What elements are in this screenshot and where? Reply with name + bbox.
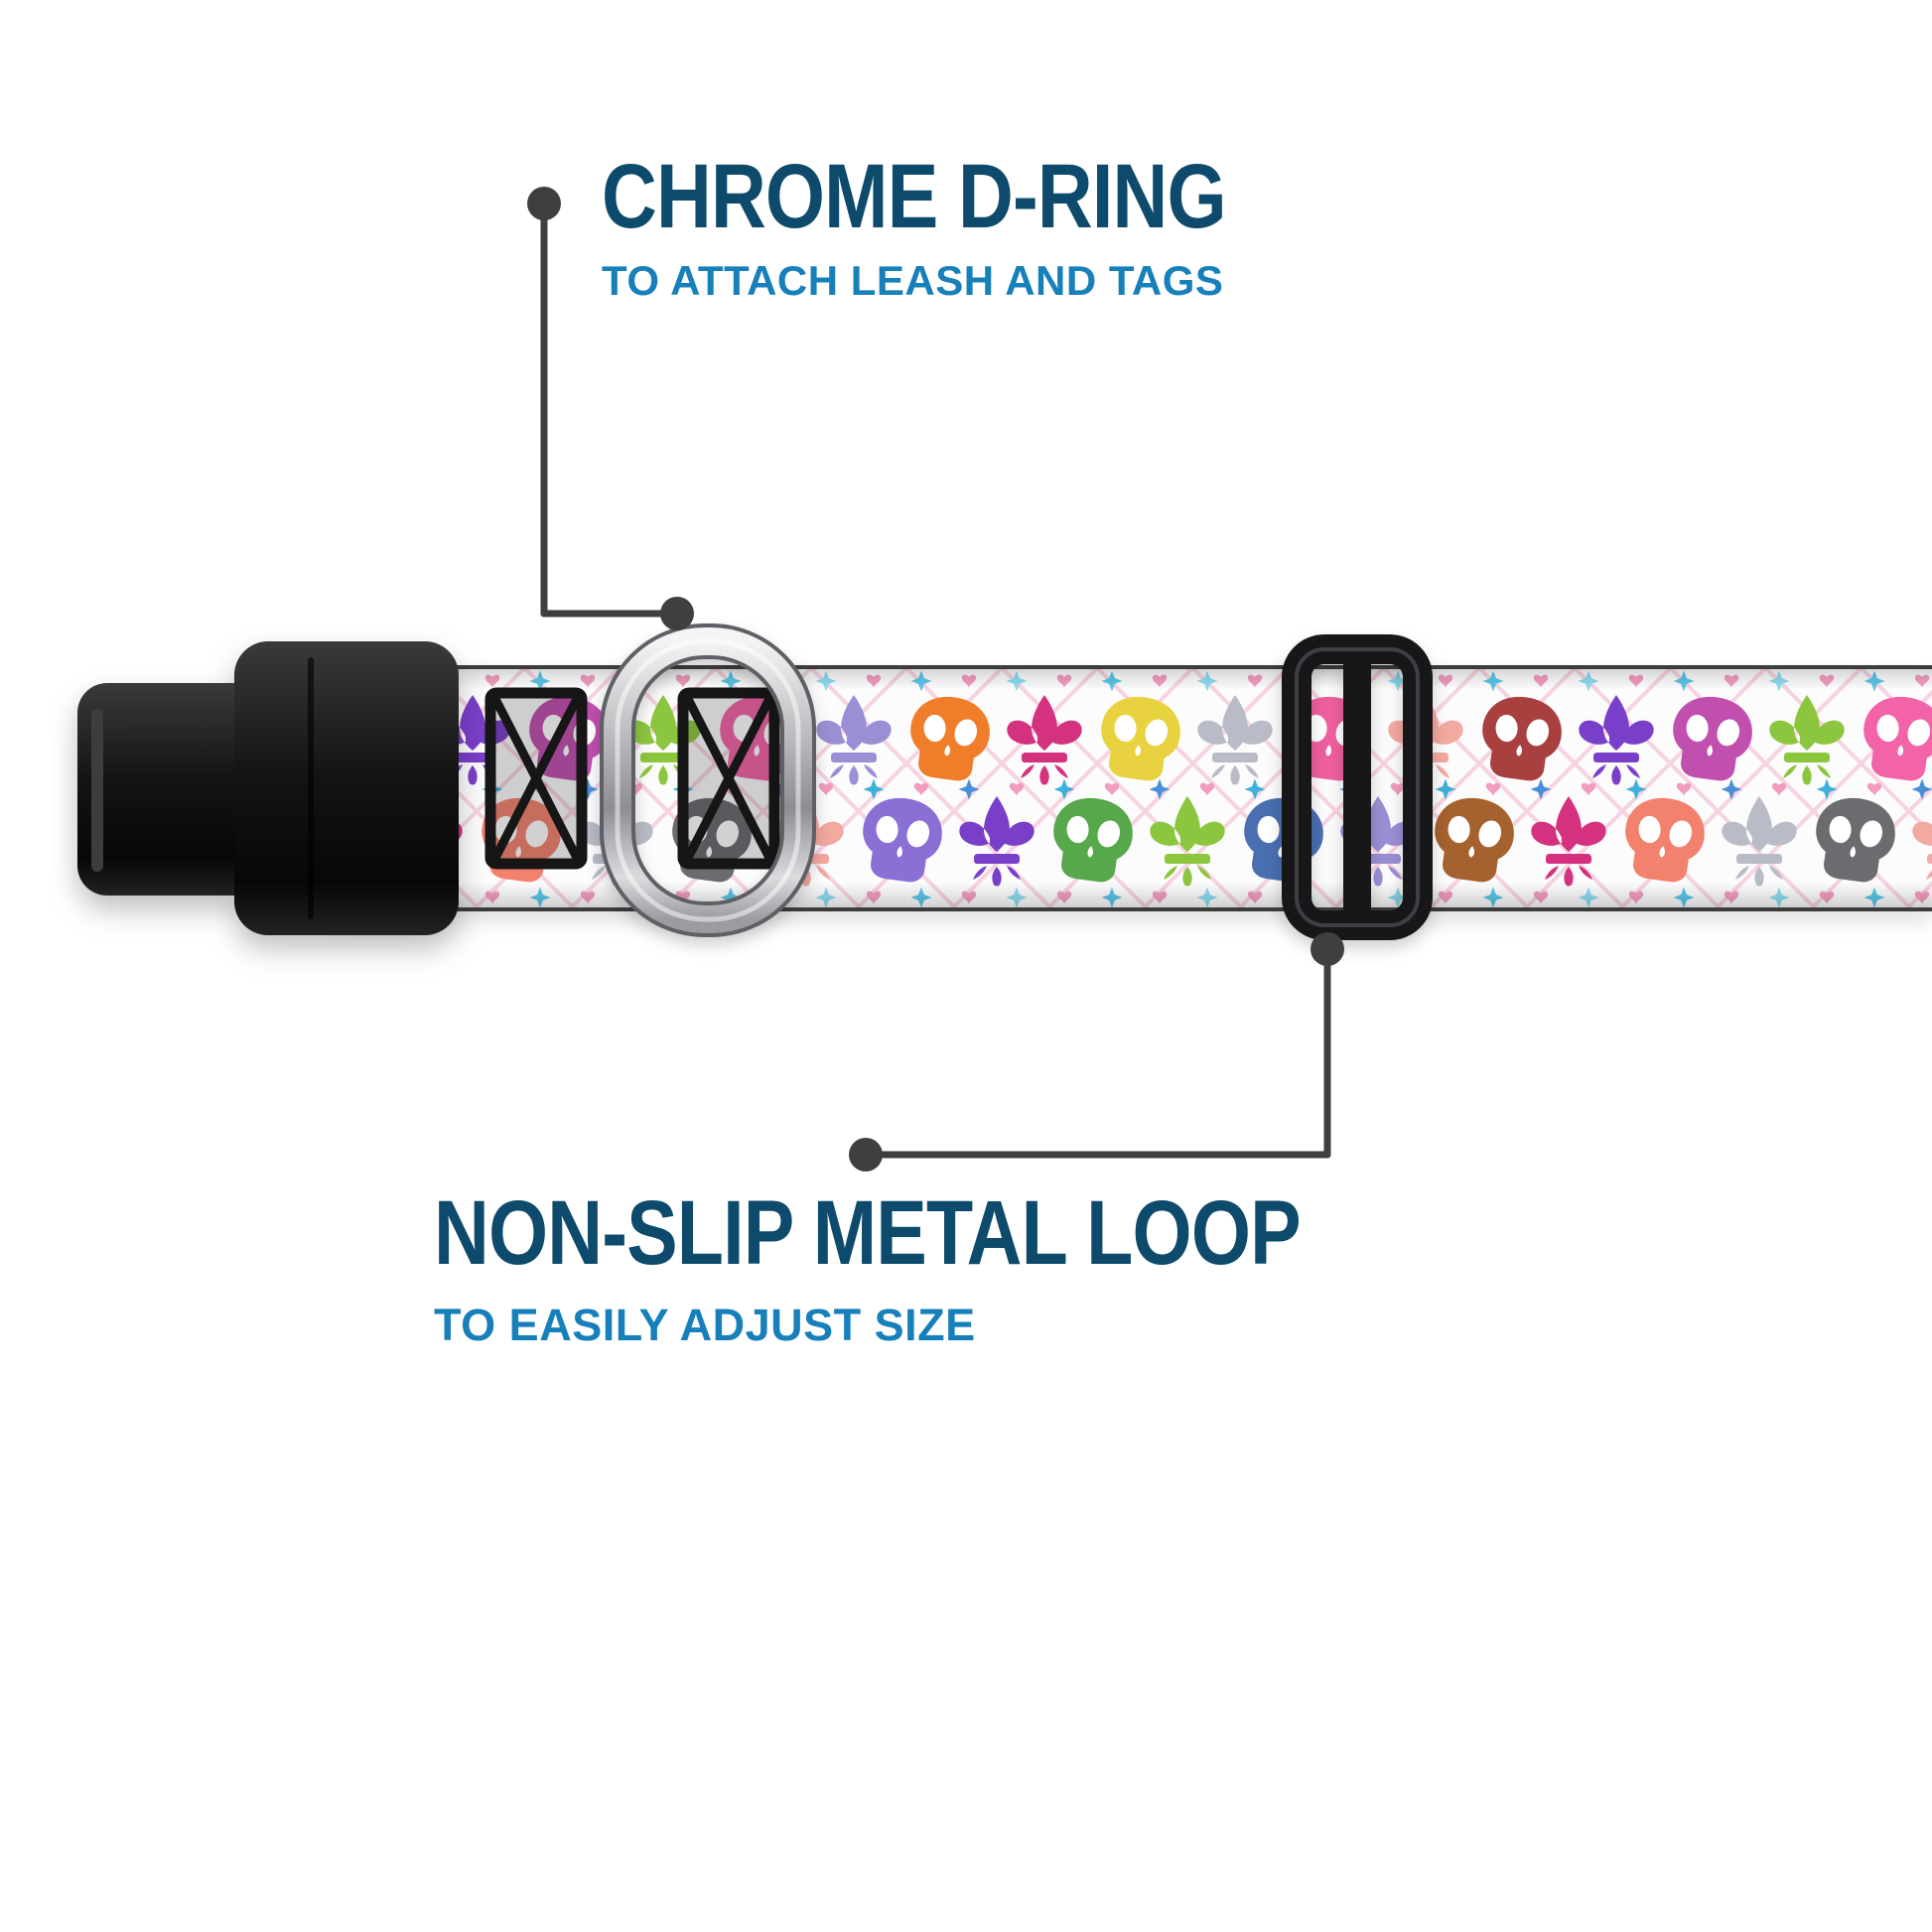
plastic-buckle [77, 641, 459, 935]
callout-dot-top-label [527, 187, 561, 220]
chrome-d-ring [600, 623, 816, 937]
metal-loop-subtitle: TO EASILY ADJUST SIZE [434, 1300, 976, 1350]
slider-center-bar [1343, 645, 1371, 929]
stitch-box-right [677, 687, 780, 870]
d-ring-highlight [615, 638, 801, 922]
callout-metal-loop: NON-SLIP METAL LOOP TO EASILY ADJUST SIZ… [434, 1187, 1465, 1347]
metal-loop-title: NON-SLIP METAL LOOP [434, 1182, 1302, 1284]
buckle-tip [77, 683, 276, 896]
callout-dot-bottom-label [849, 1138, 883, 1172]
stitch-boxes [484, 687, 780, 870]
webbing-top-edge [334, 665, 1932, 669]
callout-d-ring: CHROME D-RING TO ATTACH LEASH AND TAGS [602, 151, 1345, 302]
webbing-bottom-edge [334, 907, 1932, 911]
buckle-seam [308, 657, 314, 919]
collar-webbing [334, 665, 1932, 911]
d-ring-subtitle: TO ATTACH LEASH AND TAGS [602, 257, 1224, 304]
buckle-tip-highlight [91, 709, 103, 872]
metal-loop-slider [1282, 634, 1433, 940]
buckle-body [234, 641, 459, 935]
d-ring-title: CHROME D-RING [602, 146, 1227, 247]
d-ring-metal [604, 627, 812, 933]
stitch-box-left [484, 687, 588, 870]
slider-highlight [1295, 647, 1420, 927]
